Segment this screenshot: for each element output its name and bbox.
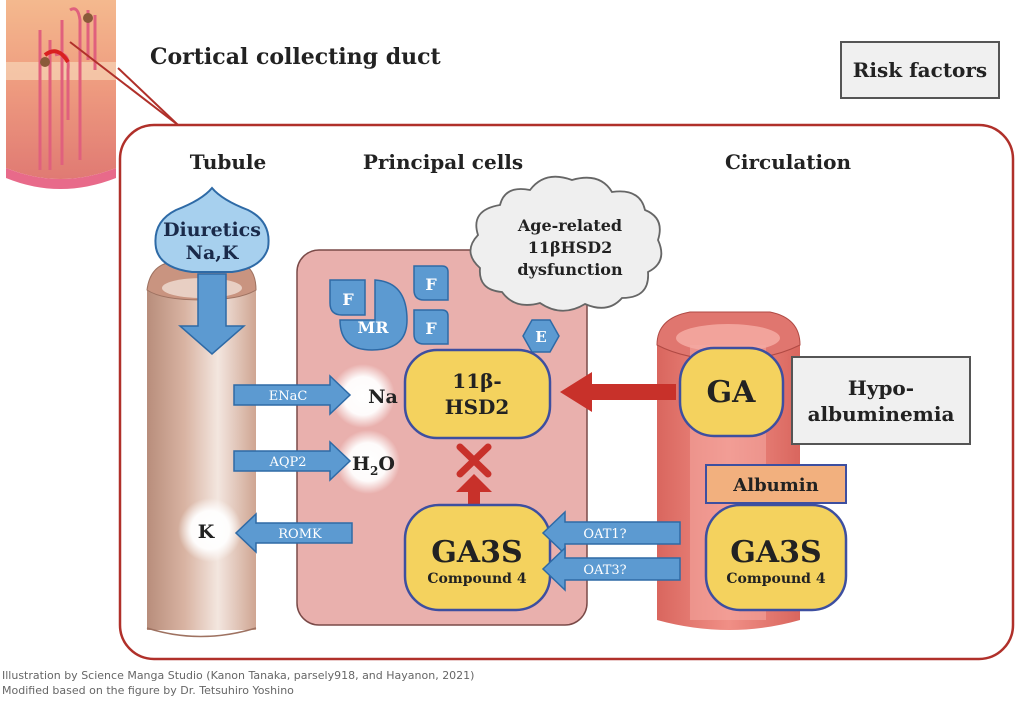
age-related-cloud — [469, 175, 663, 312]
diagram-frame — [118, 123, 1015, 661]
block-x-icon — [456, 443, 492, 478]
albumin-box — [705, 464, 847, 504]
cloud-line1: Age-related — [517, 216, 622, 235]
hsd2-line1: 11β- — [452, 369, 501, 393]
e-label: E — [535, 328, 546, 346]
oat1-arrow — [541, 510, 681, 556]
ga-oval — [678, 346, 785, 438]
hypo-line2: albuminemia — [807, 401, 955, 426]
diuretics-label: Diuretics — [163, 219, 261, 241]
f-label-2: F — [425, 275, 437, 294]
e-marker — [522, 319, 560, 353]
albumin-label: Albumin — [732, 475, 818, 496]
kidney-cortex-thumbnail — [6, 0, 116, 189]
credit-line1: Illustration by Science Manga Studio (Ka… — [2, 669, 475, 682]
romk-label: ROMK — [278, 527, 322, 542]
mr-label: MR — [357, 318, 389, 337]
hsd2-line2: HSD2 — [445, 395, 510, 419]
heading-principal-cells: Principal cells — [363, 150, 523, 174]
aqp2-label: AQP2 — [268, 455, 306, 470]
hypoalbuminemia-box: Hypo- albuminemia — [791, 356, 971, 445]
ga3s-cell — [403, 503, 552, 612]
ga3s-left-name: GA3S — [431, 535, 522, 570]
aqp2-arrow — [233, 440, 352, 482]
romk-arrow — [234, 512, 353, 554]
mr-receptor-icon — [339, 279, 408, 351]
k-glow — [178, 498, 242, 562]
enac-label: ENaC — [269, 389, 308, 404]
diuretics-down-arrow — [178, 273, 246, 355]
f-marker-1 — [329, 279, 366, 316]
oat3-label: OAT3? — [583, 563, 626, 578]
red-up-arrow — [456, 474, 492, 510]
h2o-label: H2O — [352, 453, 395, 478]
f-marker-3 — [413, 309, 449, 345]
oat3-arrow — [541, 546, 681, 592]
na-glow — [331, 364, 395, 428]
diuretics-drop — [154, 186, 270, 355]
zoom-line-bottom — [117, 67, 179, 126]
ga3s-circulation — [704, 503, 848, 612]
page-title: Cortical collecting duct — [150, 44, 441, 70]
enac-arrow — [233, 374, 352, 416]
ga3s-right-name: GA3S — [730, 535, 821, 570]
cloud-line2: 11βHSD2 — [528, 238, 613, 257]
ga3s-left-sub: Compound 4 — [427, 571, 526, 587]
hypo-line1: Hypo- — [847, 375, 915, 400]
f-marker-2 — [413, 265, 449, 301]
glomerulus-icon — [40, 57, 50, 67]
k-label: K — [198, 521, 216, 543]
diuretics-ions: Na,K — [186, 242, 240, 264]
credit-line2: Modified based on the figure by Dr. Tets… — [2, 684, 294, 697]
f-label-3: F — [425, 319, 437, 338]
receptor-markers — [329, 265, 560, 353]
cloud-line3: dysfunction — [517, 260, 623, 279]
oat1-label: OAT1? — [583, 527, 626, 542]
heading-tubule: Tubule — [190, 150, 266, 174]
na-label: Na — [368, 386, 398, 408]
credit: Illustration by Science Manga Studio (Ka… — [2, 668, 474, 698]
h2o-glow — [336, 430, 400, 494]
heading-circulation: Circulation — [725, 150, 852, 174]
risk-factors-box: Risk factors — [840, 41, 1000, 99]
risk-factors-label: Risk factors — [852, 58, 988, 82]
ga-to-hsd2-arrow — [560, 372, 676, 412]
highlighted-duct-icon — [43, 49, 70, 64]
ga3s-right-sub: Compound 4 — [726, 571, 825, 587]
ga-label: GA — [707, 375, 757, 410]
hsd2-enzyme — [403, 348, 552, 440]
zoom-line-top — [69, 41, 179, 126]
f-label-1: F — [342, 290, 354, 309]
